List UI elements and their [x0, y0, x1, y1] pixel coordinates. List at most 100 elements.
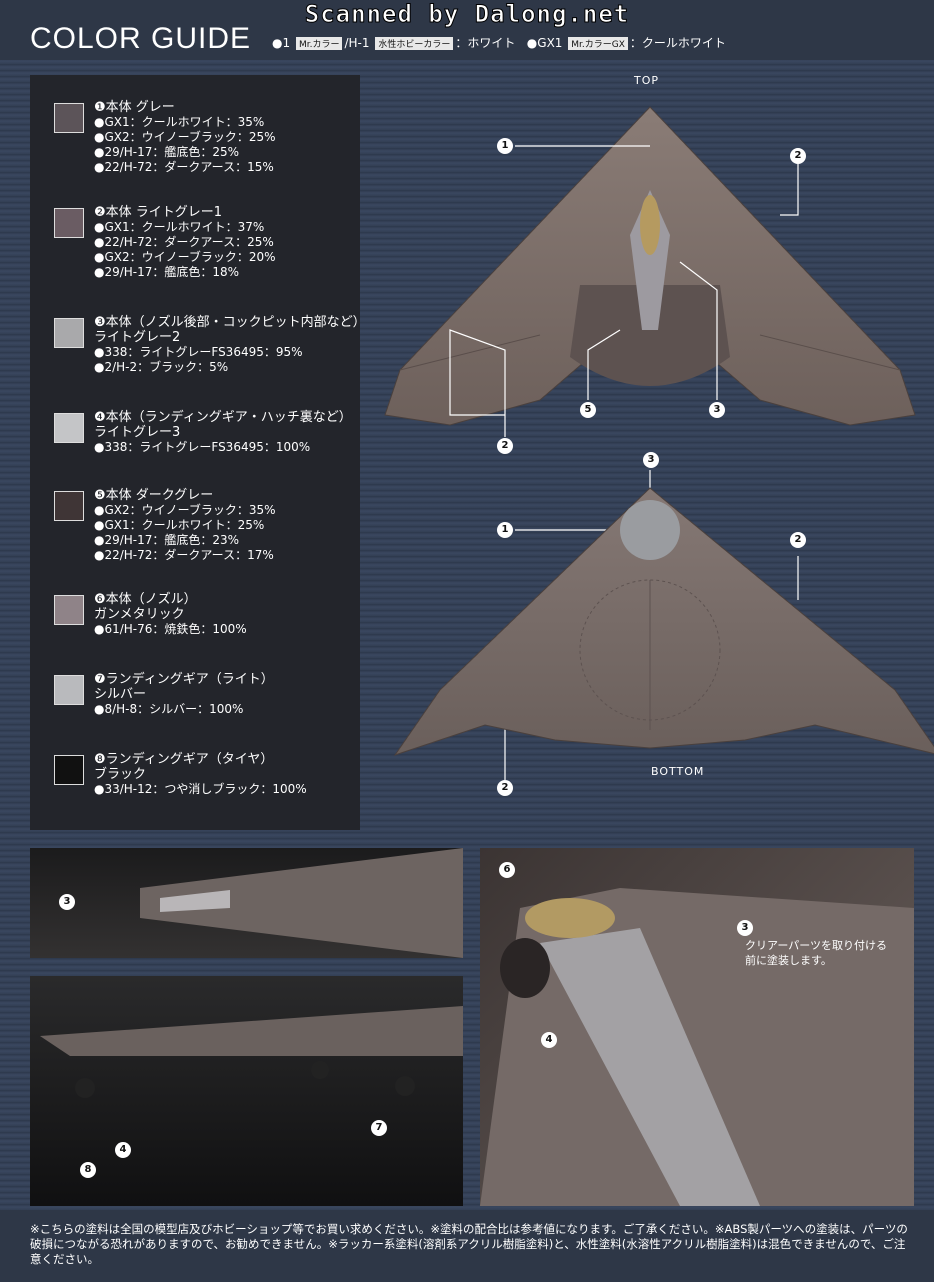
- aircraft-top-view: [384, 106, 916, 426]
- color-heading: ❺本体 ダークグレー: [94, 488, 276, 503]
- color-entry-text: ❺本体 ダークグレー●GX2：ウイノーブラック：35%●GX1：クールホワイト：…: [94, 488, 276, 563]
- legend-bullet-gx: ●GX1: [526, 36, 563, 50]
- color-number: ❷: [94, 205, 106, 220]
- photo-nozzle-closeup: [30, 848, 463, 958]
- color-swatch: [54, 491, 84, 521]
- page-title: COLOR GUIDE: [30, 22, 252, 55]
- color-swatch: [54, 413, 84, 443]
- color-name: ランディングギア（タイヤ）: [105, 752, 274, 767]
- color-name: 本体 ダークグレー: [105, 488, 214, 503]
- color-heading: ❹本体（ランディングギア・ハッチ裏など）: [94, 410, 352, 425]
- legend-tag-gx: Mr.カラーGX: [568, 37, 628, 50]
- callout-photo3-6: 6: [499, 862, 515, 878]
- color-guide-panel: ❶本体 グレー●GX1：クールホワイト：35%●GX2：ウイノーブラック：25%…: [30, 75, 366, 830]
- paint-recipe-line: ●GX1：クールホワイト：35%: [94, 115, 265, 129]
- photo-nozzle-shape: [140, 848, 463, 958]
- color-number: ❸: [94, 315, 106, 330]
- color-swatch: [54, 595, 84, 625]
- paint-recipe-line: ●61/H-76：焼鉄色：100%: [94, 622, 247, 636]
- photo-cockpit-detail: [480, 848, 914, 1206]
- color-subname: ライトグレー2: [94, 330, 181, 345]
- color-heading: ❽ランディングギア（タイヤ）: [94, 752, 307, 767]
- caption-line-1: クリアーパーツを取り付ける: [745, 939, 888, 952]
- color-number: ❻: [94, 592, 106, 607]
- paint-recipe-line: ●33/H-12：つや消しブラック：100%: [94, 782, 307, 796]
- paint-recipe-line: ●29/H-17：艦底色：23%: [94, 533, 240, 547]
- color-name: 本体（ランディングギア・ハッチ裏など）: [105, 410, 352, 425]
- callout-top-1: 1: [497, 138, 513, 154]
- callout-bottom-3: 3: [643, 452, 659, 468]
- paint-recipe-line: ●GX1：クールホワイト：37%: [94, 220, 265, 234]
- paint-recipe-line: ●22/H-72：ダークアース：15%: [94, 160, 274, 174]
- callout-top-2b: 2: [497, 438, 513, 454]
- photo-cockpit-shape: [480, 888, 914, 1206]
- color-entry-text: ❻本体（ノズル）ガンメタリック●61/H-76：焼鉄色：100%: [94, 592, 247, 637]
- paint-recipe-line: ●22/H-72：ダークアース：17%: [94, 548, 274, 562]
- paint-recipe-line: ●22/H-72：ダークアース：25%: [94, 235, 274, 249]
- legend-bullet: ●1: [272, 36, 291, 50]
- color-name: 本体 ライトグレー1: [105, 205, 223, 220]
- paint-recipe-line: ●2/H-2：ブラック：5%: [94, 360, 229, 374]
- color-heading: ❸本体（ノズル後部・コックピット内部など）: [94, 315, 366, 330]
- callout-photo3-4: 4: [541, 1032, 557, 1048]
- paint-recipe-line: ●GX1：クールホワイト：25%: [94, 518, 265, 532]
- color-name: 本体 グレー: [105, 100, 175, 115]
- clear-part-caption: クリアーパーツを取り付ける 前に塗装します。: [745, 938, 887, 968]
- color-swatch: [54, 103, 84, 133]
- color-entry-text: ❷本体 ライトグレー1●GX1：クールホワイト：37%●22/H-72：ダークア…: [94, 205, 276, 280]
- color-entry-text: ❹本体（ランディングギア・ハッチ裏など）ライトグレー3●338：ライトグレーFS…: [94, 410, 352, 455]
- callout-photo3-3: 3: [737, 920, 753, 936]
- top-view-label: TOP: [634, 74, 660, 87]
- paint-recipe-line: ●8/H-8：シルバー：100%: [94, 702, 244, 716]
- paint-recipe-line: ●GX2：ウイノーブラック：20%: [94, 250, 276, 264]
- photo-gear-shape: [40, 1006, 463, 1098]
- color-subname: シルバー: [94, 687, 147, 702]
- color-entry-text: ❽ランディングギア（タイヤ）ブラック●33/H-12：つや消しブラック：100%: [94, 752, 307, 797]
- color-entry-text: ❶本体 グレー●GX1：クールホワイト：35%●GX2：ウイノーブラック：25%…: [94, 100, 276, 175]
- photo-landing-gear-side: [30, 976, 463, 1206]
- caption-line-2: 前に塗装します。: [745, 954, 832, 967]
- color-swatch: [54, 755, 84, 785]
- color-number: ❺: [94, 488, 106, 503]
- paint-recipe-line: ●GX2：ウイノーブラック：35%: [94, 503, 276, 517]
- color-swatch: [54, 318, 84, 348]
- color-number: ❽: [94, 752, 106, 767]
- callout-bottom-2a: 2: [790, 532, 806, 548]
- callout-top-3: 3: [709, 402, 725, 418]
- color-swatch: [54, 675, 84, 705]
- color-name: 本体（ノズル）: [105, 592, 197, 607]
- color-name: ランディングギア（ライト）: [105, 672, 274, 687]
- color-number: ❶: [94, 100, 106, 115]
- color-entry-text: ❼ランディングギア（ライト）シルバー●8/H-8：シルバー：100%: [94, 672, 274, 717]
- callout-photo2-7: 7: [371, 1120, 387, 1136]
- color-entry-text: ❸本体（ノズル後部・コックピット内部など）ライトグレー2●338：ライトグレーF…: [94, 315, 366, 375]
- legend-tag-water-hobby: 水性ホビーカラー: [375, 37, 454, 50]
- aircraft-bottom-view: [393, 487, 934, 756]
- legend-tag-mr-color: Mr.カラー: [295, 37, 343, 50]
- color-name: 本体（ノズル後部・コックピット内部など）: [105, 315, 366, 330]
- callout-bottom-1: 1: [497, 522, 513, 538]
- color-swatch: [54, 208, 84, 238]
- legend-cool-white: ：クールホワイト: [629, 36, 726, 50]
- color-number: ❼: [94, 672, 106, 687]
- callout-top-5: 5: [580, 402, 596, 418]
- bottom-view-label: BOTTOM: [651, 765, 705, 778]
- scan-watermark: Scanned by Dalong.net: [304, 0, 630, 29]
- callout-photo2-4: 4: [115, 1142, 131, 1158]
- color-heading: ❼ランディングギア（ライト）: [94, 672, 274, 687]
- color-subname: ライトグレー3: [94, 425, 181, 440]
- color-heading: ❶本体 グレー: [94, 100, 276, 115]
- paint-recipe-line: ●29/H-17：艦底色：18%: [94, 265, 240, 279]
- color-subname: ブラック: [94, 767, 147, 782]
- legend-sep: /H-1: [344, 36, 370, 50]
- paint-recipe-line: ●29/H-17：艦底色：25%: [94, 145, 240, 159]
- color-subname: ガンメタリック: [94, 607, 185, 622]
- paint-recipe-line: ●GX2：ウイノーブラック：25%: [94, 130, 276, 144]
- footnote: ※こちらの塗料は全国の模型店及びホビーショップ等でお買い求めください。※塗料の配…: [30, 1222, 908, 1266]
- callout-top-2a: 2: [790, 148, 806, 164]
- callout-bottom-2b: 2: [497, 780, 513, 796]
- paint-recipe-line: ●338：ライトグレーFS36495：95%: [94, 345, 303, 359]
- color-number: ❹: [94, 410, 106, 425]
- callout-photo1-3: 3: [59, 894, 75, 910]
- paint-recipe-line: ●338：ライトグレーFS36495：100%: [94, 440, 311, 454]
